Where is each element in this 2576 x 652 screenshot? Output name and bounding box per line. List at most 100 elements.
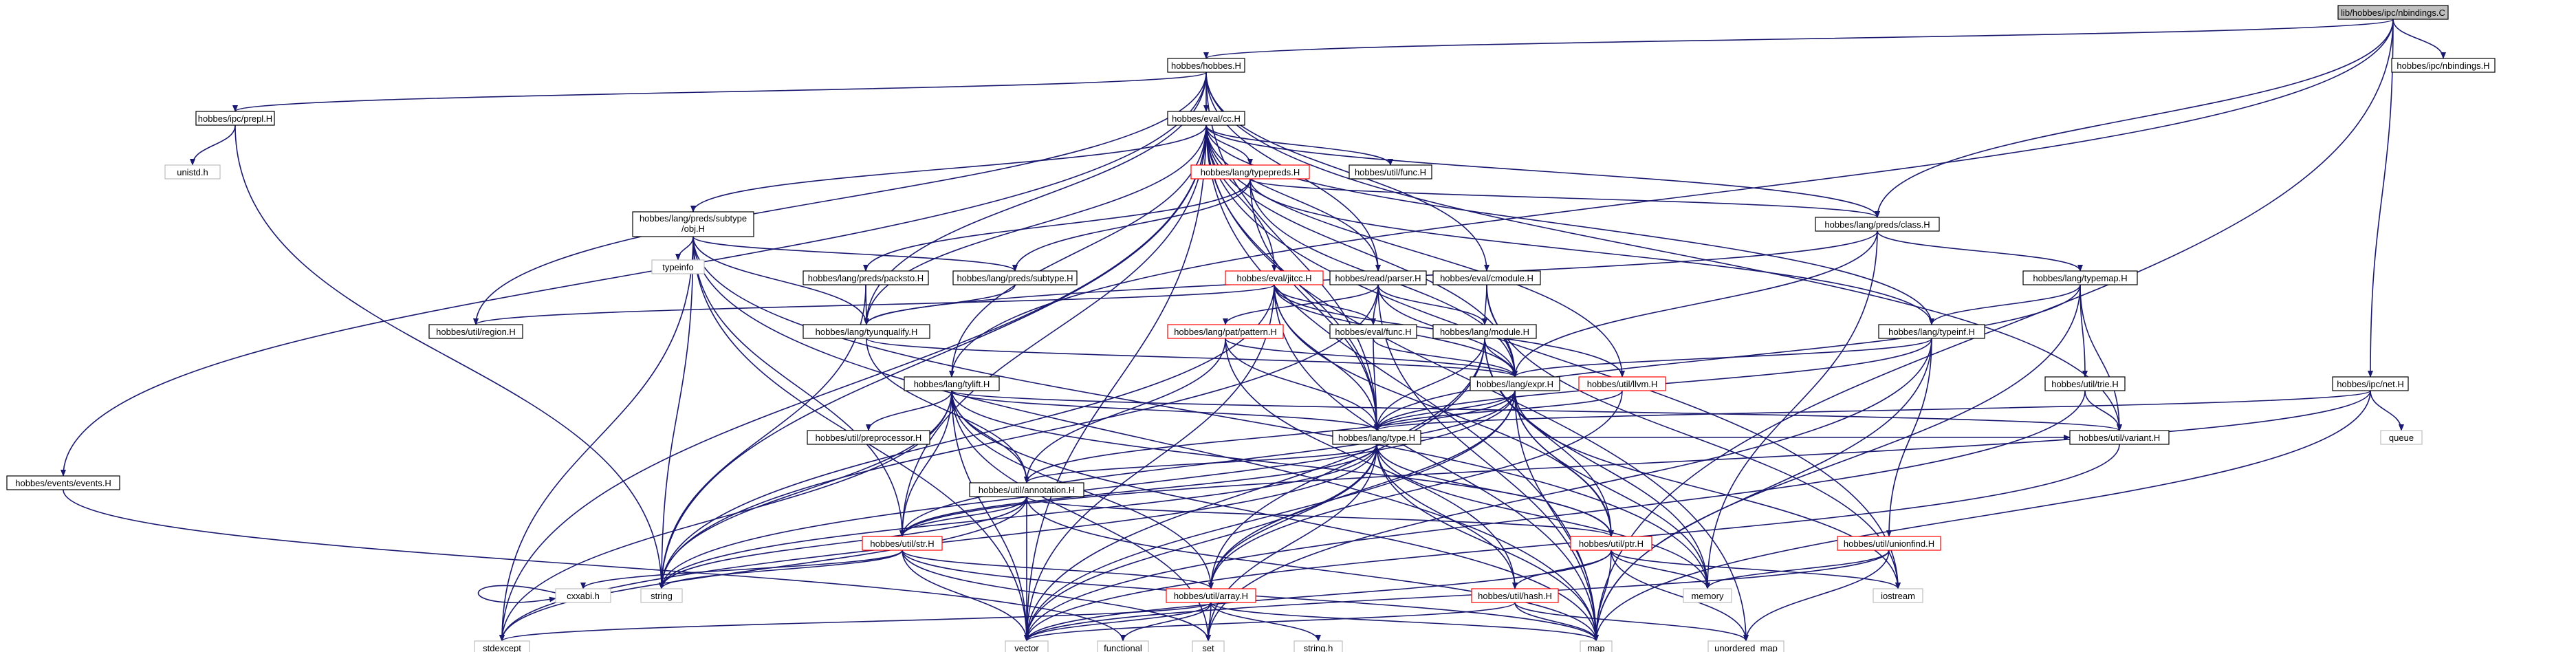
- node-box[interactable]: [807, 430, 930, 445]
- node-tyunqualify-h[interactable]: hobbes/lang/tyunqualify.H: [803, 324, 930, 339]
- node-util-unionfind-h[interactable]: hobbes/util/unionfind.H: [1837, 536, 1941, 551]
- node-box[interactable]: [1225, 270, 1324, 285]
- node-eval-func-h[interactable]: hobbes/eval/func.H: [1329, 324, 1417, 339]
- node-util-preprocessor-h[interactable]: hobbes/util/preprocessor.H: [807, 430, 930, 445]
- node-util-region-h[interactable]: hobbes/util/region.H: [428, 324, 523, 339]
- node-unistd-h[interactable]: unistd.h: [164, 164, 221, 180]
- node-iostream[interactable]: iostream: [1873, 588, 1923, 603]
- node-box[interactable]: [651, 259, 705, 274]
- node-cxxabi-h[interactable]: cxxabi.h: [555, 588, 611, 603]
- node-box[interactable]: [1332, 430, 1421, 445]
- node-box[interactable]: [2022, 270, 2138, 285]
- node-events-events-h[interactable]: hobbes/events/events.H: [6, 475, 120, 490]
- node-box[interactable]: [640, 588, 683, 603]
- node-preds-subtype-obj-h[interactable]: hobbes/lang/preds/subtype/obj.H: [632, 211, 754, 237]
- node-read-parser-h[interactable]: hobbes/read/parser.H: [1329, 270, 1427, 285]
- node-box[interactable]: [1570, 536, 1652, 551]
- node-lang-type-h[interactable]: hobbes/lang/type.H: [1332, 430, 1421, 445]
- node-box[interactable]: [2044, 376, 2126, 391]
- node-nbindings-c[interactable]: lib/hobbes/ipc/nbindings.C: [2337, 5, 2449, 20]
- node-ipc-net-h[interactable]: hobbes/ipc/net.H: [2332, 376, 2409, 391]
- node-stdexcept[interactable]: stdexcept: [474, 640, 530, 652]
- node-box[interactable]: [904, 376, 1000, 391]
- node-box[interactable]: [1167, 324, 1284, 339]
- node-box[interactable]: [428, 324, 523, 339]
- node-preds-subtype-h[interactable]: hobbes/lang/preds/subtype.H: [952, 270, 1078, 285]
- node-box[interactable]: [1873, 588, 1923, 603]
- node-box[interactable]: [1005, 640, 1049, 652]
- node-lang-module-h[interactable]: hobbes/lang/module.H: [1432, 324, 1537, 339]
- node-box[interactable]: [6, 475, 120, 490]
- node-tylift-h[interactable]: hobbes/lang/tylift.H: [904, 376, 1000, 391]
- node-box[interactable]: [1167, 111, 1245, 126]
- node-eval-jitcc-h[interactable]: hobbes/eval/jitcc.H: [1225, 270, 1324, 285]
- node-util-trie-h[interactable]: hobbes/util/trie.H: [2044, 376, 2126, 391]
- node-box[interactable]: [1294, 640, 1343, 652]
- node-box[interactable]: [474, 640, 530, 652]
- node-typepreds-h[interactable]: hobbes/lang/typepreds.H: [1190, 164, 1310, 180]
- node-util-func-h[interactable]: hobbes/util/func.H: [1349, 164, 1432, 180]
- node-util-annotation-h[interactable]: hobbes/util/annotation.H: [969, 482, 1084, 497]
- node-box[interactable]: [1707, 640, 1784, 652]
- node-lang-expr-h[interactable]: hobbes/lang/expr.H: [1470, 376, 1560, 391]
- node-typeinf-h[interactable]: hobbes/lang/typeinf.H: [1878, 324, 1985, 339]
- node-typeinfo[interactable]: typeinfo: [651, 259, 705, 274]
- node-util-ptr-h[interactable]: hobbes/util/ptr.H: [1570, 536, 1652, 551]
- node-functional[interactable]: functional: [1097, 640, 1149, 652]
- node-preds-packsto-h[interactable]: hobbes/lang/preds/packsto.H: [803, 270, 929, 285]
- node-typemap-h[interactable]: hobbes/lang/typemap.H: [2022, 270, 2138, 285]
- node-map[interactable]: map: [1580, 640, 1613, 652]
- node-box[interactable]: [1471, 588, 1559, 603]
- node-string[interactable]: string: [640, 588, 683, 603]
- node-box[interactable]: [2332, 376, 2409, 391]
- node-util-array-h[interactable]: hobbes/util/array.H: [1166, 588, 1256, 603]
- node-ipc-nbindings-h[interactable]: hobbes/ipc/nbindings.H: [2391, 58, 2496, 73]
- node-box[interactable]: [1815, 217, 1940, 232]
- node-box[interactable]: [1329, 270, 1427, 285]
- node-util-variant-h[interactable]: hobbes/util/variant.H: [2069, 430, 2170, 445]
- node-eval-cc-h[interactable]: hobbes/eval/cc.H: [1167, 111, 1245, 126]
- node-box[interactable]: [1166, 588, 1256, 603]
- node-set[interactable]: set: [1192, 640, 1225, 652]
- node-box[interactable]: [803, 270, 929, 285]
- node-pat-pattern-h[interactable]: hobbes/lang/pat/pattern.H: [1167, 324, 1284, 339]
- node-box[interactable]: [1190, 164, 1310, 180]
- node-box[interactable]: [803, 324, 930, 339]
- node-box[interactable]: [1578, 376, 1666, 391]
- node-memory[interactable]: memory: [1683, 588, 1732, 603]
- node-box[interactable]: [1349, 164, 1432, 180]
- node-box[interactable]: [2380, 430, 2423, 445]
- node-box[interactable]: [1329, 324, 1417, 339]
- node-util-hash-h[interactable]: hobbes/util/hash.H: [1471, 588, 1559, 603]
- node-box[interactable]: [555, 588, 611, 603]
- node-eval-cmodule-h[interactable]: hobbes/eval/cmodule.H: [1432, 270, 1541, 285]
- node-box[interactable]: [1432, 324, 1537, 339]
- node-box[interactable]: [2391, 58, 2496, 73]
- node-hobbes-h[interactable]: hobbes/hobbes.H: [1167, 58, 1245, 73]
- node-box[interactable]: [1432, 270, 1541, 285]
- node-box[interactable]: [1837, 536, 1941, 551]
- node-util-str-h[interactable]: hobbes/util/str.H: [862, 536, 943, 551]
- node-box[interactable]: [2337, 5, 2449, 20]
- node-queue[interactable]: queue: [2380, 430, 2423, 445]
- node-box[interactable]: [632, 211, 754, 237]
- node-box[interactable]: [1580, 640, 1613, 652]
- node-util-llvm-h[interactable]: hobbes/util/llvm.H: [1578, 376, 1666, 391]
- node-string-h[interactable]: string.h: [1294, 640, 1343, 652]
- node-box[interactable]: [969, 482, 1084, 497]
- node-unordered-map[interactable]: unordered_map: [1707, 640, 1784, 652]
- node-ipc-prepl-h[interactable]: hobbes/ipc/prepl.H: [195, 111, 275, 126]
- node-box[interactable]: [1167, 58, 1245, 73]
- node-vector[interactable]: vector: [1005, 640, 1049, 652]
- node-box[interactable]: [1878, 324, 1985, 339]
- node-box[interactable]: [2069, 430, 2170, 445]
- node-box[interactable]: [195, 111, 275, 126]
- node-box[interactable]: [164, 164, 221, 180]
- node-box[interactable]: [862, 536, 943, 551]
- node-box[interactable]: [1683, 588, 1732, 603]
- node-box[interactable]: [1470, 376, 1560, 391]
- node-preds-class-h[interactable]: hobbes/lang/preds/class.H: [1815, 217, 1940, 232]
- node-box[interactable]: [1097, 640, 1149, 652]
- node-box[interactable]: [952, 270, 1078, 285]
- node-box[interactable]: [1192, 640, 1225, 652]
